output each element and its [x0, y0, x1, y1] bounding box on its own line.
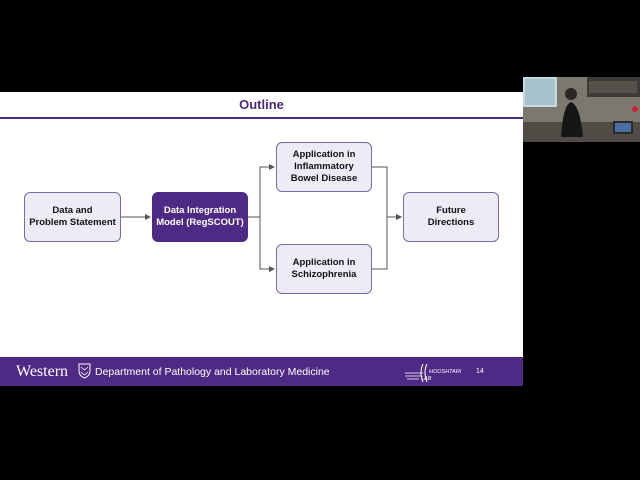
flow-arrows [121, 164, 402, 272]
page-number: 14 [476, 368, 484, 375]
arrow-model-to-ibd [248, 164, 275, 218]
box-future-directions-label: Future Directions [427, 205, 475, 228]
hooshtari-lab-logo-icon: HOOSHTARI LAB [405, 363, 462, 383]
box-application-ibd-label: Application in Inflammatory Bowel Diseas… [290, 149, 358, 184]
svg-text:HOOSHTARI: HOOSHTARI [429, 369, 462, 375]
box-future-directions: Future Directions [403, 192, 499, 242]
box-application-schizophrenia: Application in Schizophrenia [276, 244, 372, 294]
box-data-integration-model-label: Data Integration Model (RegSCOUT) [156, 205, 244, 228]
university-wordmark: Western [16, 363, 69, 380]
title-divider [0, 117, 523, 119]
presenter-webcam-feed [523, 77, 640, 142]
presentation-slide: Outline Data and Problem Statement Data … [0, 92, 523, 386]
box-data-integration-model: Data Integration Model (RegSCOUT) [152, 192, 248, 242]
box-application-ibd: Application in Inflammatory Bowel Diseas… [276, 142, 372, 192]
presenter-video-icon [523, 77, 640, 142]
svg-text:LAB: LAB [421, 376, 432, 382]
university-crest-icon [78, 363, 91, 379]
slide-title: Outline [239, 97, 284, 112]
arrow-model-to-scz [248, 216, 275, 272]
box-application-schizophrenia-label: Application in Schizophrenia [291, 257, 357, 280]
box-data-problem: Data and Problem Statement [24, 192, 121, 242]
arrow-ibd-to-future [372, 166, 402, 220]
department-name: Department of Pathology and Laboratory M… [95, 366, 330, 378]
slide-footer: Western Department of Pathology and Labo… [0, 357, 523, 386]
arrow-scz-to-future [372, 214, 402, 270]
box-data-problem-label: Data and Problem Statement [29, 205, 116, 228]
